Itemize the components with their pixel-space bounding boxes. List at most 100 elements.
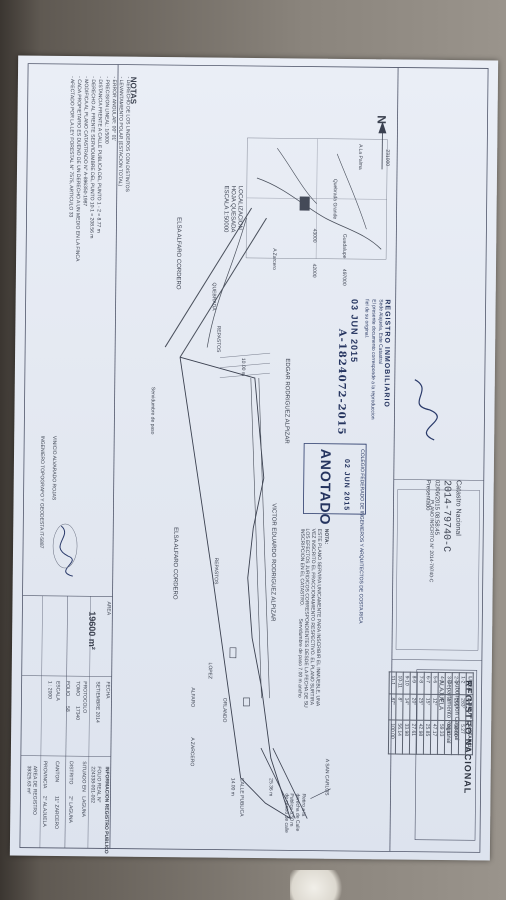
table-cell: AZIMUT: [465, 694, 474, 721]
note-line: - AFECTADO POR LA LEY FORESTAL N° 7575, …: [67, 76, 75, 218]
calle-label: CALLE PUBLICA: [238, 777, 245, 817]
provincia-label: PROVINCIA: [41, 760, 48, 789]
catastro-number: 2014-79740-C: [440, 479, 452, 553]
registry-stamp-line2: El presente documento corresponde a la r…: [369, 299, 377, 420]
owner-victor: VICTOR EDUARDO RODRIGUEZ ALPIZAR: [269, 503, 277, 622]
table-cell: 6°: [437, 694, 446, 721]
situado-value: LAGUNA: [80, 796, 87, 817]
table-cell: 47.17: [430, 720, 438, 755]
nota-text: ESTE PLANO SERVIRA UNICAMENTE PARA INSCR…: [298, 528, 323, 708]
anotado-stamp: ANOTADO: [317, 448, 335, 526]
canton-value: 11° ZARCERO: [53, 795, 60, 830]
orlando-label: ORLANDO: [221, 697, 228, 723]
table-cell: 5-6: [431, 672, 439, 695]
table-cell: 27.61: [409, 720, 417, 754]
table-cell: 20°: [409, 694, 418, 721]
situado-label: SITUADO EN: [80, 761, 87, 792]
right-note: Retiro a la derecha de Calle Publica 5.5…: [282, 793, 307, 833]
table-cell: 25°: [416, 694, 425, 721]
location-title: LOCALIZACION: [236, 185, 243, 230]
table-cell: 42.98: [416, 720, 424, 755]
tomo-label: TOMO: [74, 681, 81, 697]
plano-label: PLANO INSCRITO N° 2014-79740-C: [427, 499, 435, 583]
a-san-carlos: A SAN CARLOS: [323, 758, 330, 796]
repastos-2: REPASTOS: [212, 557, 219, 585]
alfaro-label: ALFARO: [189, 687, 196, 708]
finca-value: 224338-001-002: [89, 766, 96, 804]
handwritten-number: A-1824072-2015: [335, 328, 348, 436]
registry-stamp-line3: fiel de su original.: [363, 299, 370, 339]
table-cell: 56.14: [395, 719, 403, 754]
catastro-label: Catastro Nacional: [454, 480, 462, 536]
town-4: Guadalupe: [341, 233, 348, 259]
dist-2: 25.36 m: [267, 778, 274, 797]
table-cell: 11-1: [389, 671, 397, 695]
note-line: - MODIFICA AL PLANO CATASTRADO N° A-8963…: [81, 76, 89, 207]
cadastral-plan-sheet: REGISTRO INMOBILIARIO Sede Alajuela, Est…: [9, 55, 499, 861]
owner-elsa-1: ELSA ALFARO CORDERO: [174, 217, 182, 290]
table-cell: 291°: [451, 694, 460, 721]
area-value: 19600 m²: [86, 611, 98, 650]
table-cell: 6-7: [424, 672, 432, 695]
anotado-header: COLEGIO FEDERADO DE INGENIEROS Y ARQUITE…: [357, 449, 366, 624]
distrito-value: 2° LAGUNA: [67, 796, 74, 823]
table-cell: 87°: [388, 693, 397, 720]
repastos-1: REPASTOS: [215, 325, 222, 353]
registry-stamp-line1: Sede Alajuela, Este Catastral: [376, 299, 384, 365]
folio-label: FOLIO: [64, 681, 71, 697]
table-cell: 3-4: [445, 672, 453, 695]
table-cell: 4-5: [438, 672, 446, 695]
info-title: INFORMACION REGISTRO PUBLICO: [102, 766, 110, 854]
table-cell: 1-2: [459, 672, 467, 695]
lopez-label: LOPEZ: [206, 662, 213, 679]
protocolo-label: PROTOCOLO: [81, 681, 88, 714]
coord-1: 231000: [384, 149, 391, 167]
dist-1: 10.00 m: [239, 357, 247, 376]
owner-edgar: EDGAR RODRIGUEZ ALPIZAR: [283, 358, 291, 444]
engineer-title: INGENIERO TOPOGRAFO Y GEODESTA IT-5887: [38, 435, 46, 549]
fecha-value: SETIEMBRE 2014: [94, 681, 101, 723]
hoja-label: HOJA QUESADA: [229, 185, 236, 233]
note-line: - ERROR ANGULAR: 00° 01': [110, 76, 117, 142]
note-line: - PRECISION LINEAL: 1/5000: [103, 76, 110, 144]
a-zarcero: A ZARCERO: [188, 737, 196, 767]
table-cell: 100.00: [388, 719, 396, 754]
town-3: A Zarcero: [270, 248, 278, 270]
fecha-label: FECHA: [104, 681, 111, 699]
table-cell: DISTANCIA: [465, 720, 473, 755]
note-line: - LEVANTAMIENTO POLAR (ESTACION TOTAL): [116, 76, 124, 187]
quebrada-label: QUEBRADA: [210, 282, 217, 311]
table-cell: 8-9: [410, 672, 418, 695]
cloth-corner: [290, 870, 350, 900]
escala-loc: ESCALA 1:50000: [222, 185, 229, 233]
engineer-name: VINICIO ALVARADO ROJAS: [50, 435, 58, 501]
folio-value: 58: [64, 706, 71, 712]
table-cell: 30.00: [451, 720, 459, 755]
owner-elsa-2: ELSA ALFARO CORDERO: [171, 527, 179, 600]
coord-4: 497000: [340, 268, 347, 286]
town-1: A La Palma: [357, 144, 364, 170]
table-cell: 12°: [430, 694, 439, 721]
escala-label: ESCALA: [54, 680, 61, 701]
survey-drawing: [19, 63, 489, 853]
servidumbre-1: Servidumbre de paso: [149, 386, 156, 435]
table-cell: LINEA: [466, 672, 474, 695]
table-cell: 1°: [444, 694, 453, 721]
table-cell: 33.98: [402, 719, 410, 754]
tomo-value: 17340: [74, 706, 81, 721]
table-cell: 15°: [423, 694, 432, 721]
table-cell: 283°: [458, 694, 467, 721]
provincia-value: 2° ALAJUELA: [41, 795, 48, 827]
anotado-date: 02 JUN 2015: [342, 458, 350, 512]
town-2: Quebrada Grande: [331, 178, 338, 220]
